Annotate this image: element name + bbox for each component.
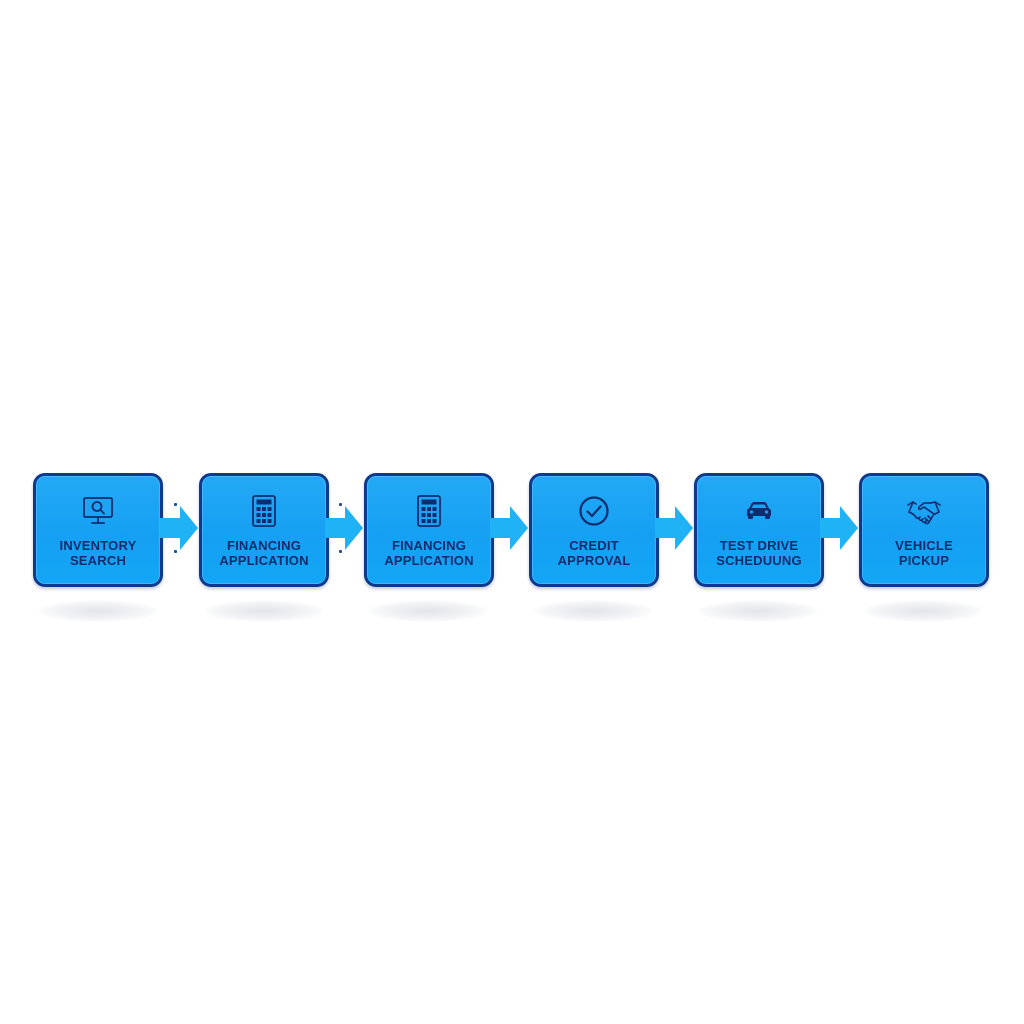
step-label: VEHICLE PICKUP xyxy=(862,538,986,568)
handshake-icon xyxy=(907,494,941,528)
tick-mark xyxy=(174,503,177,506)
step-label-line2: APPLICATION xyxy=(219,553,309,568)
step-label-line1: FINANCING xyxy=(226,538,302,553)
step-shadow xyxy=(863,600,983,622)
step-label: TEST DRIVE SCHEDUUNG xyxy=(697,538,821,568)
step-shadow xyxy=(533,600,653,622)
step-label-line1: INVENTORY xyxy=(59,538,137,553)
step-financing-application-2: FINANCING APPLICATION xyxy=(364,473,494,587)
flow-arrow xyxy=(325,502,365,554)
monitor-search-icon xyxy=(81,494,115,528)
check-circle-icon xyxy=(577,494,611,528)
step-label: FINANCING APPLICATION xyxy=(367,538,491,568)
car-icon xyxy=(742,494,776,528)
calculator-icon xyxy=(247,494,281,528)
step-test-drive-scheduling: TEST DRIVE SCHEDUUNG xyxy=(694,473,824,587)
step-label-line2: APPLICATION xyxy=(384,553,474,568)
tick-mark xyxy=(174,550,177,553)
step-shadow xyxy=(698,600,818,622)
step-label-line1: VEHICLE xyxy=(895,538,953,553)
flow-arrow xyxy=(655,502,695,554)
flow-arrow xyxy=(490,502,530,554)
step-financing-application: FINANCING APPLICATION xyxy=(199,473,329,587)
step-label-line2: APPROVAL xyxy=(557,553,631,568)
step-label: CREDIT APPROVAL xyxy=(532,538,656,568)
step-shadow xyxy=(38,600,158,622)
step-label-line2: PICKUP xyxy=(898,553,950,568)
step-label: FINANCING APPLICATION xyxy=(202,538,326,568)
step-vehicle-pickup: VEHICLE PICKUP xyxy=(859,473,989,587)
step-label-line1: FINANCING xyxy=(391,538,467,553)
step-label: INVENTORY SEARCH xyxy=(36,538,160,568)
step-label-line2: SEARCH xyxy=(69,553,127,568)
flow-arrow xyxy=(160,502,200,554)
step-label-line1: CREDIT xyxy=(569,538,619,553)
step-shadow xyxy=(368,600,488,622)
tick-mark xyxy=(339,550,342,553)
step-credit-approval: CREDIT APPROVAL xyxy=(529,473,659,587)
calculator-icon xyxy=(412,494,446,528)
flow-arrow xyxy=(820,502,860,554)
tick-mark xyxy=(339,503,342,506)
step-label-line1: TEST DRIVE xyxy=(719,538,799,553)
step-inventory-search: INVENTORY SEARCH xyxy=(33,473,163,587)
step-shadow xyxy=(204,600,324,622)
step-label-line2: SCHEDUUNG xyxy=(716,553,802,568)
